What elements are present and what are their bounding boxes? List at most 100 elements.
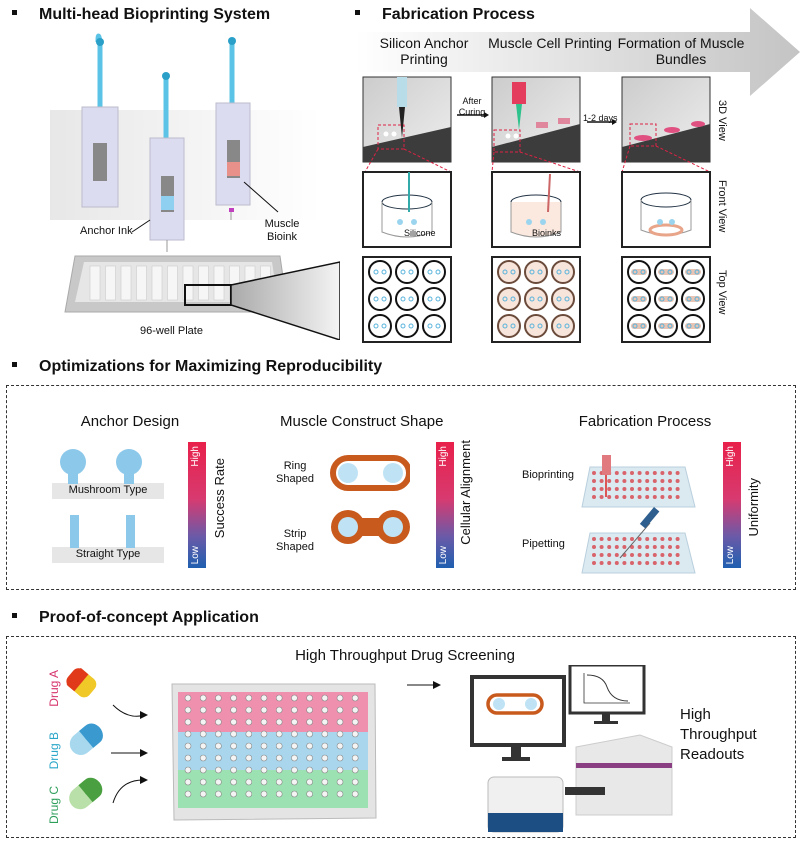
process-arrow	[355, 8, 800, 96]
fabrication-title-text: Fabrication Process	[382, 6, 535, 23]
well	[368, 260, 392, 284]
fabrication-section-title: Fabrication Process	[355, 6, 535, 24]
high-label: High	[190, 446, 201, 467]
readout-equipment	[470, 665, 673, 833]
well	[497, 287, 521, 311]
arrow-icon	[112, 779, 144, 804]
well	[230, 706, 237, 714]
well	[199, 718, 207, 726]
well	[199, 790, 207, 798]
well	[245, 766, 253, 774]
well	[184, 766, 192, 774]
analyzer-icon	[487, 776, 564, 833]
well	[230, 694, 237, 702]
well	[291, 730, 298, 738]
well	[321, 790, 329, 798]
step-3-label: Formation of Muscle Bundles	[617, 35, 745, 67]
low-label: Low	[725, 545, 736, 564]
3d-view-step2	[491, 76, 581, 163]
well	[275, 730, 283, 738]
straight-type-label: Straight Type	[75, 548, 141, 560]
well	[230, 766, 237, 774]
well	[199, 754, 207, 762]
step-1-label: Silicon Anchor Printing	[379, 35, 469, 67]
application-title-text: Proof-of-concept Application	[39, 609, 259, 626]
optimizations-section-title: Optimizations for Maximizing Reproducibi…	[12, 358, 382, 376]
well	[336, 694, 344, 702]
well	[336, 766, 344, 774]
well	[230, 718, 237, 726]
well	[524, 314, 548, 338]
arrow-icon	[612, 119, 617, 125]
plate-well-column	[151, 265, 163, 301]
well	[199, 742, 207, 750]
well	[351, 706, 359, 714]
well	[551, 260, 575, 284]
well	[321, 694, 329, 702]
after-curing-label: After Curing	[458, 96, 486, 117]
process-steps: Silicon Anchor Printing Muscle Cell Prin…	[362, 35, 762, 67]
high-label: High	[438, 446, 449, 467]
well	[291, 718, 298, 726]
well	[275, 706, 283, 714]
well	[260, 754, 268, 762]
success-rate-label: Success Rate	[212, 458, 227, 539]
readouts-label: High Throughput Readouts	[680, 706, 757, 763]
cellular-alignment-label: Cellular Alignment	[458, 440, 473, 545]
pipette-icon	[639, 507, 660, 529]
well	[321, 730, 329, 738]
well	[351, 790, 359, 798]
muscle-bioink-label: Muscle Bioink	[264, 218, 300, 243]
well	[422, 287, 446, 311]
plate-well-column	[213, 265, 225, 301]
capsule-drug-a-icon	[66, 667, 97, 698]
silicone-label: Silicone	[404, 228, 436, 238]
anchor-shapes	[52, 449, 164, 563]
well	[336, 790, 344, 798]
well	[291, 694, 298, 702]
tube-1	[95, 33, 103, 110]
monitor-construct-icon	[470, 675, 566, 761]
well	[230, 778, 237, 786]
well	[215, 706, 222, 714]
bioprinter-illustration	[50, 33, 340, 340]
pipetting-label: Pipetting	[522, 538, 565, 550]
well	[321, 778, 329, 786]
well	[306, 778, 313, 786]
application-section-title: Proof-of-concept Application	[12, 609, 259, 627]
process-plates	[581, 455, 696, 574]
well	[306, 766, 313, 774]
well	[245, 778, 253, 786]
step-2-label: Muscle Cell Printing	[488, 35, 612, 51]
well	[336, 718, 344, 726]
ring-shape	[330, 455, 410, 491]
well	[306, 754, 313, 762]
well	[497, 314, 521, 338]
well	[291, 706, 298, 714]
well	[551, 314, 575, 338]
bullet-icon	[12, 613, 17, 619]
well	[275, 694, 283, 702]
bioprinting-title-text: Multi-head Bioprinting System	[39, 6, 271, 23]
front-view-step3	[621, 171, 711, 248]
well	[395, 314, 419, 338]
well	[184, 694, 192, 702]
well	[306, 718, 313, 726]
well	[551, 287, 575, 311]
plate-well-column	[89, 265, 101, 301]
well	[260, 778, 268, 786]
well	[275, 790, 283, 798]
arrow-icon	[484, 112, 489, 118]
plate-zone-drug-a	[178, 692, 368, 732]
plate-well-column	[198, 265, 209, 301]
well	[291, 778, 298, 786]
well	[395, 260, 419, 284]
drug-screening-heading: High Throughput Drug Screening	[295, 647, 515, 664]
days-label: 1-2 days	[583, 113, 618, 123]
well	[215, 790, 222, 798]
bullet-icon	[12, 362, 17, 368]
front-view-label: Front View	[716, 180, 728, 233]
well	[524, 287, 548, 311]
strip-shape	[331, 510, 410, 544]
well	[497, 260, 521, 284]
